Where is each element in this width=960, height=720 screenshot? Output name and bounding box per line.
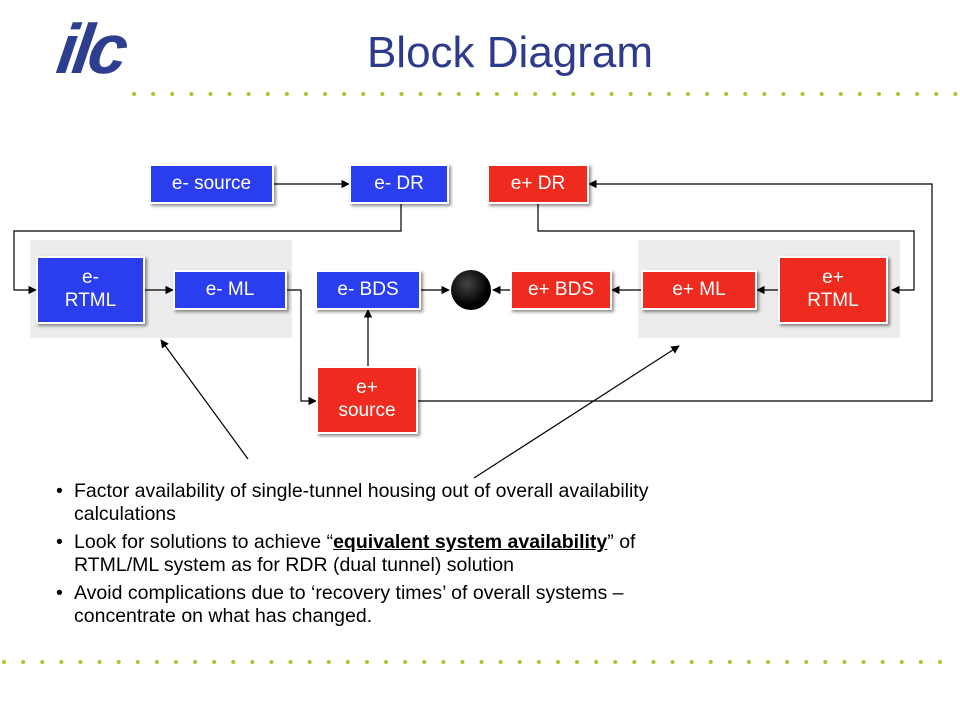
e-dr-block: e- DR: [349, 164, 449, 204]
e-bds-block: e- BDS: [315, 270, 421, 310]
e-rtml-block: e- RTML: [36, 256, 145, 324]
p-rtml-block: e+ RTML: [778, 256, 888, 324]
bullet-text-pre: Look for solutions to achieve “: [74, 530, 334, 553]
interaction-point: [451, 270, 491, 310]
arrow-eml-to-psource: [287, 289, 317, 406]
page-title: Block Diagram: [366, 28, 654, 77]
bullet-text-post: ” of RTML/ML system as for RDR (dual tun…: [74, 530, 636, 577]
bullet-text: Avoid complications due to ‘recovery tim…: [74, 581, 624, 627]
p-dr-block: e+ DR: [487, 164, 589, 204]
p-ml-block: e+ ML: [641, 270, 757, 310]
pointer-to-positron-panel: [473, 345, 680, 479]
bullet-text-emphasis: equivalent system availability: [333, 530, 608, 553]
bullet-item: Avoid complications due to ‘recovery tim…: [56, 582, 686, 629]
bottom-dotted-rule: [2, 660, 958, 664]
bullet-text: Factor availability of single-tunnel hou…: [74, 480, 649, 526]
bullet-item: Look for solutions to achieve “equivalen…: [56, 531, 686, 578]
arrow-psource-to-pdr: [418, 179, 933, 402]
bullet-list: Factor availability of single-tunnel hou…: [56, 480, 686, 632]
arrow-pdr-to-prtml: [537, 204, 915, 295]
p-source-block: e+ source: [316, 366, 418, 434]
arrow-edr-to-ertml: [13, 204, 402, 295]
p-bds-block: e+ BDS: [510, 270, 612, 310]
e-source-block: e- source: [149, 164, 274, 204]
e-ml-block: e- ML: [173, 270, 287, 310]
bullet-item: Factor availability of single-tunnel hou…: [56, 480, 686, 527]
pointer-to-electron-panel: [160, 339, 249, 460]
